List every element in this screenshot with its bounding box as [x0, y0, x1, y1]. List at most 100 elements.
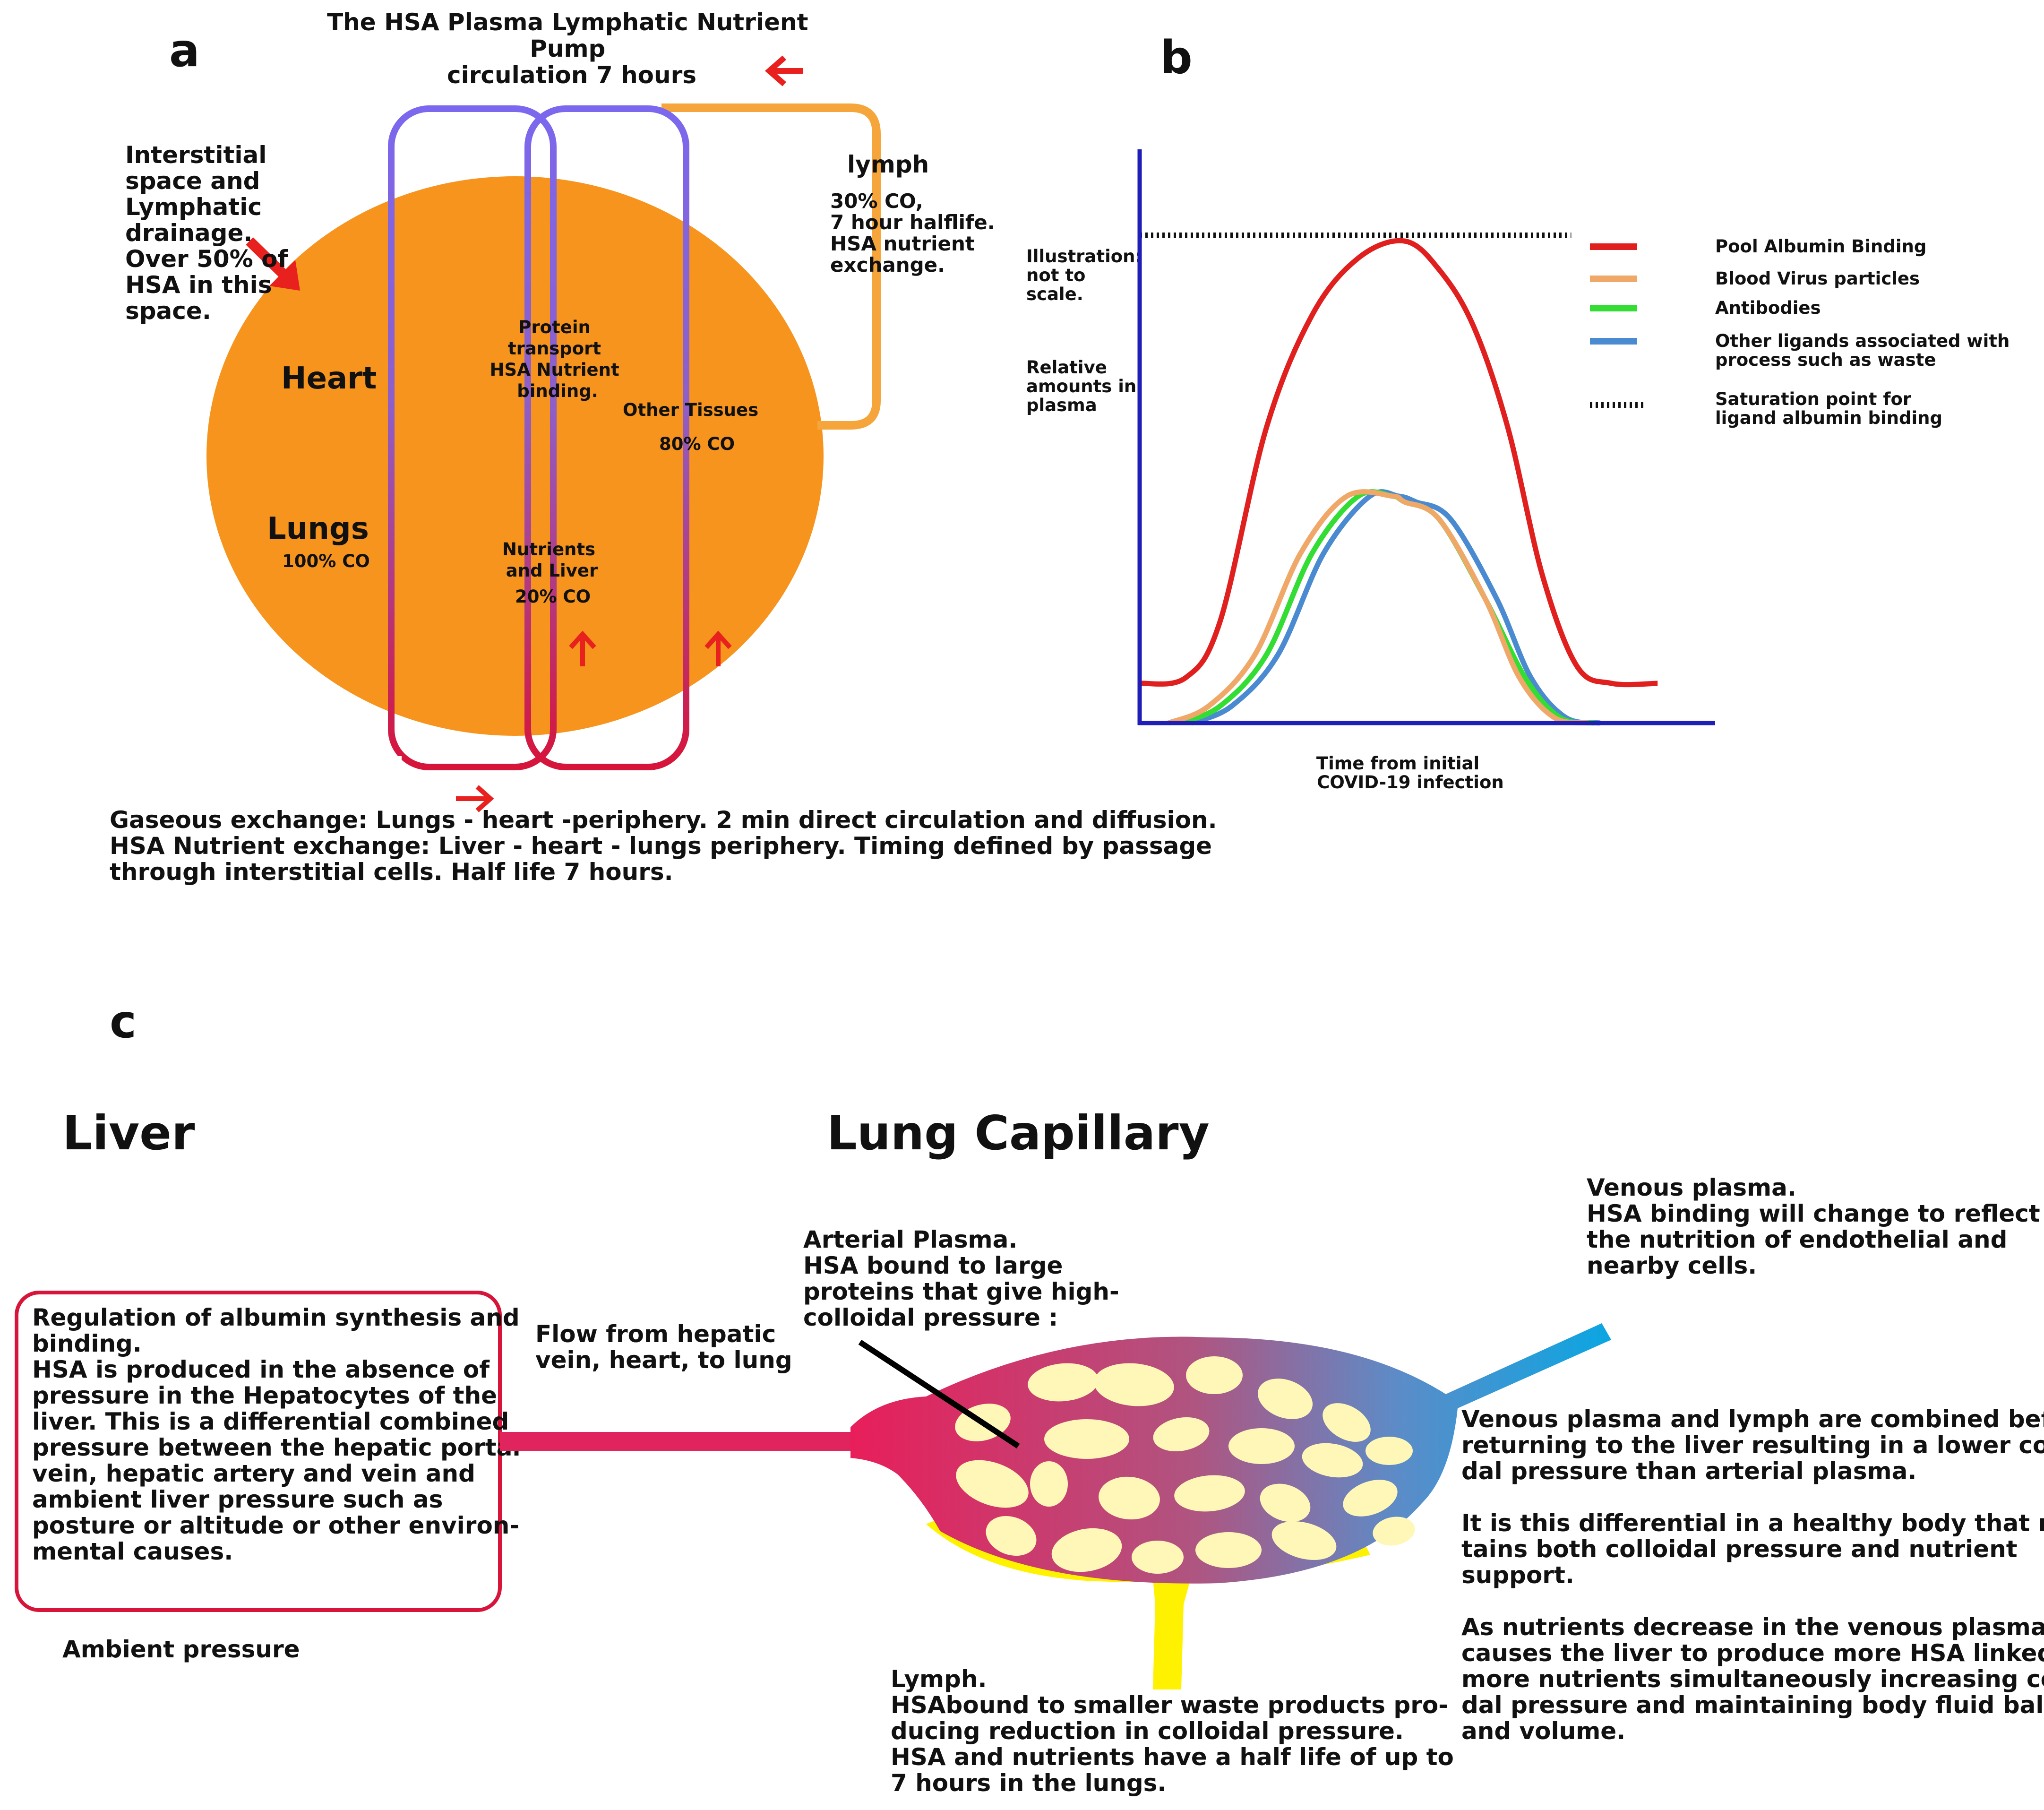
other-tissues-label: Other Tissues: [623, 400, 758, 420]
venous-line: Venous plasma.: [1587, 1174, 1796, 1201]
explanation-line: tains both colloidal pressure and nutrie…: [1461, 1535, 2018, 1563]
arrow-down-right-icon: [246, 237, 300, 291]
panel-a-footer: Gaseous exchange: Lungs - heart -periphe…: [110, 806, 1225, 886]
lymph-title: lymph: [847, 151, 929, 178]
protein-transport-label: Protein transport HSA Nutrient binding.: [490, 317, 625, 401]
explanation-line: support.: [1461, 1561, 1574, 1589]
venous-line: nearby cells.: [1587, 1252, 1757, 1279]
lymph-line: 7 hour halflife.: [830, 211, 995, 234]
capillary-cell: [1028, 1363, 1099, 1402]
liver-box-line: mental causes.: [32, 1538, 233, 1565]
arterial-line: HSA bound to large: [803, 1252, 1063, 1279]
capillary-cell: [1195, 1532, 1262, 1568]
legend-label: Other ligands associated with: [1715, 331, 2010, 351]
capillary-cell: [1343, 1480, 1398, 1517]
series-line: [1167, 489, 1589, 726]
panel-a: a The HSA Plasma Lymphatic Nutrient Pump…: [110, 9, 1225, 886]
capillary-cell: [1099, 1476, 1160, 1520]
interstitial-line: space and: [125, 167, 260, 195]
liver-box-line: vein, hepatic artery and vein and: [32, 1460, 475, 1487]
liver-box-line: ambient liver pressure such as: [32, 1486, 443, 1513]
protein-line: Protein: [518, 317, 591, 337]
panel-a-letter: a: [169, 24, 200, 77]
explanation-line: It is this differential in a healthy bod…: [1461, 1509, 2044, 1537]
nutrients-line: Nutrients: [502, 539, 595, 560]
panel-c: c Liver Lung Capillary Regulation of alb…: [15, 995, 2044, 1797]
capillary-cell: [1153, 1417, 1210, 1452]
capillary-cell: [1323, 1403, 1371, 1442]
lymph-vessel: [1153, 1578, 1191, 1689]
venous-line: HSA binding will change to reflect: [1587, 1200, 2040, 1227]
chart-note-line: not to: [1026, 265, 1085, 285]
capillary-cell: [1094, 1363, 1174, 1406]
venous-plasma-label: Venous plasma. HSA binding will change t…: [1587, 1174, 2044, 1279]
nutrients-liver-label: Nutrients and Liver: [502, 539, 601, 581]
legend-label: Pool Albumin Binding: [1715, 236, 1926, 257]
panel-c-letter: c: [110, 995, 137, 1048]
liver-box-line: binding.: [32, 1330, 142, 1357]
capillary-cell: [1228, 1428, 1295, 1464]
panel-b-letter: b: [1160, 31, 1193, 84]
protein-line: binding.: [517, 381, 598, 401]
explanation-line: returning to the liver resulting in a lo…: [1461, 1431, 2044, 1459]
lung-capillary-heading: Lung Capillary: [827, 1105, 1210, 1161]
capillary-cell: [1366, 1437, 1413, 1465]
other-tissues-co-label: 80% CO: [659, 434, 735, 454]
flow-label: Flow from hepatic vein, heart, to lung: [535, 1320, 792, 1374]
arterial-line: Arterial Plasma.: [803, 1226, 1017, 1253]
footer-line: through interstitial cells. Half life 7 …: [110, 858, 673, 886]
lymph-explanation-line: HSAbound to smaller waste products pro-: [891, 1691, 1448, 1719]
liver-regulation-box: [15, 1291, 502, 1612]
venous-line: the nutrition of endothelial and: [1587, 1226, 2007, 1253]
lymph-line: HSA nutrient: [830, 232, 975, 255]
ambient-pressure-label: Ambient pressure: [62, 1636, 300, 1663]
lungs-co-label: 100% CO: [282, 551, 370, 571]
hepatic-vein-tube: [500, 1432, 866, 1451]
explanation-line: dal pressure than arterial plasma.: [1461, 1457, 1916, 1485]
liver-box-line: posture or altitude or other environ-: [32, 1512, 519, 1539]
x-axis-label: Time from initial COVID-19 infection: [1316, 753, 1504, 793]
arrow-up-icon: [569, 630, 596, 666]
interstitial-line: Interstitial: [125, 141, 266, 169]
arterial-line: colloidal pressure :: [803, 1304, 1058, 1331]
liver-box-text: Regulation of albumin synthesis and bind…: [32, 1304, 529, 1565]
capillary-cell: [1271, 1521, 1337, 1560]
lymph-explanation-line: ducing reduction in colloidal pressure.: [891, 1717, 1404, 1745]
capillary-cell: [956, 1460, 1029, 1508]
legend-label: Antibodies: [1715, 298, 1821, 318]
chart-note-line: scale.: [1026, 284, 1083, 304]
panel-a-title-line: The HSA Plasma Lymphatic Nutrient: [327, 9, 808, 36]
lymph-explanation-line: 7 hours in the lungs.: [891, 1769, 1166, 1797]
liver-box-line: HSA is produced in the absence of: [32, 1356, 490, 1383]
lymph-text: 30% CO, 7 hour halflife. HSA nutrient ex…: [830, 190, 1002, 276]
capillary-cell: [1186, 1356, 1243, 1394]
lymph-loop: [661, 103, 881, 430]
capillary-cell: [1260, 1483, 1311, 1522]
y-axis-label-line: plasma: [1026, 395, 1097, 415]
body-circle: [206, 176, 824, 736]
liver-box-line: Regulation of albumin synthesis and: [32, 1304, 520, 1331]
arrow-right-icon: [456, 785, 494, 812]
capillary-cell: [1132, 1541, 1184, 1574]
explanation-line: As nutrients decrease in the venous plas…: [1461, 1613, 2044, 1641]
lymph-line: exchange.: [830, 253, 945, 276]
legend-label: Saturation point for: [1715, 389, 1912, 409]
legend-label: Blood Virus particles: [1715, 268, 1920, 289]
lymph-line: 30% CO,: [830, 190, 923, 213]
footer-line: Gaseous exchange: Lungs - heart -periphe…: [110, 806, 1217, 834]
nutrients-line: and Liver: [506, 560, 598, 581]
panel-a-title-line: circulation 7 hours: [447, 61, 696, 89]
flow-line: Flow from hepatic: [535, 1320, 776, 1348]
capillary-cell: [1030, 1461, 1068, 1507]
interstitial-line: HSA in this: [125, 271, 272, 299]
panel-a-title: The HSA Plasma Lymphatic Nutrient Pump c…: [327, 9, 816, 89]
explanation-line: and volume.: [1461, 1717, 1625, 1745]
lungs-label: Lungs: [267, 511, 369, 546]
footer-line: HSA Nutrient exchange: Liver - heart - l…: [110, 832, 1212, 860]
tissue-circulation-loop: [524, 105, 689, 770]
interstitial-line: space.: [125, 297, 211, 325]
protein-line: transport: [508, 338, 601, 359]
loop-gap: [378, 756, 402, 770]
